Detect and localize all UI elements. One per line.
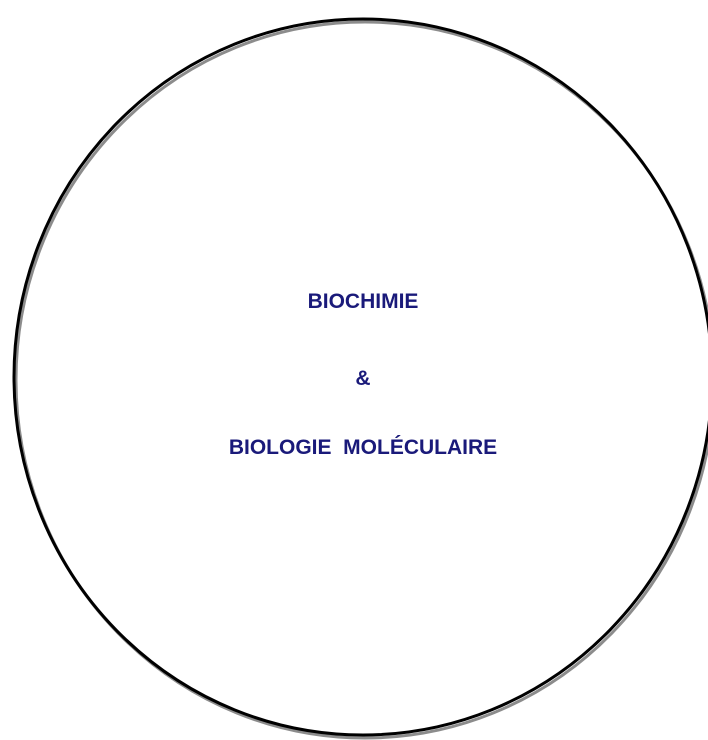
circle-outline [12,17,708,737]
title-biologie-moleculaire: BIOLOGIE MOLÉCULAIRE [228,436,498,459]
title-biochimie: BIOCHIMIE [307,290,419,313]
title-ampersand: & [355,367,371,390]
circle-shadow [14,20,708,740]
